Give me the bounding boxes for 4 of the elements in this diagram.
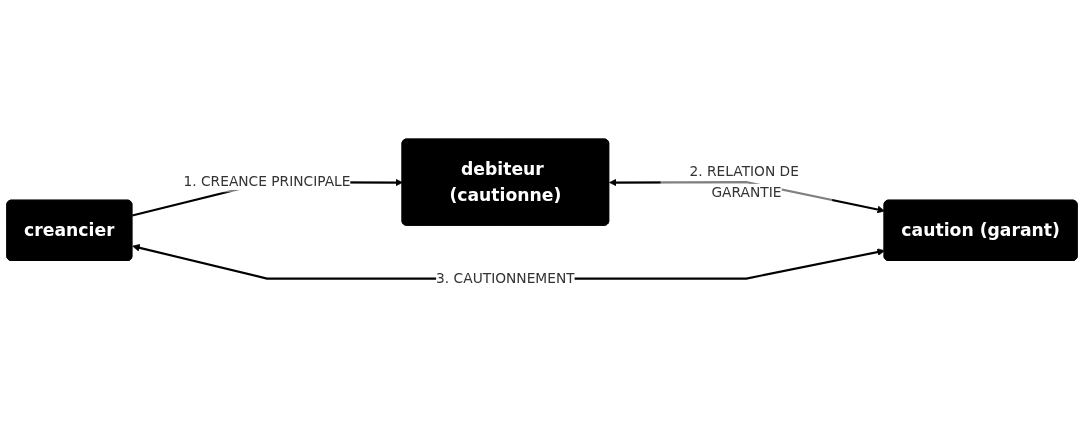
edge-label: 2. RELATION DE GARANTIE bbox=[689, 163, 799, 201]
edge-label: 3. CAUTIONNEMENT bbox=[436, 269, 575, 287]
arrow bbox=[609, 178, 885, 214]
edge-label: 1. CREANCE PRINCIPALE bbox=[183, 173, 351, 190]
